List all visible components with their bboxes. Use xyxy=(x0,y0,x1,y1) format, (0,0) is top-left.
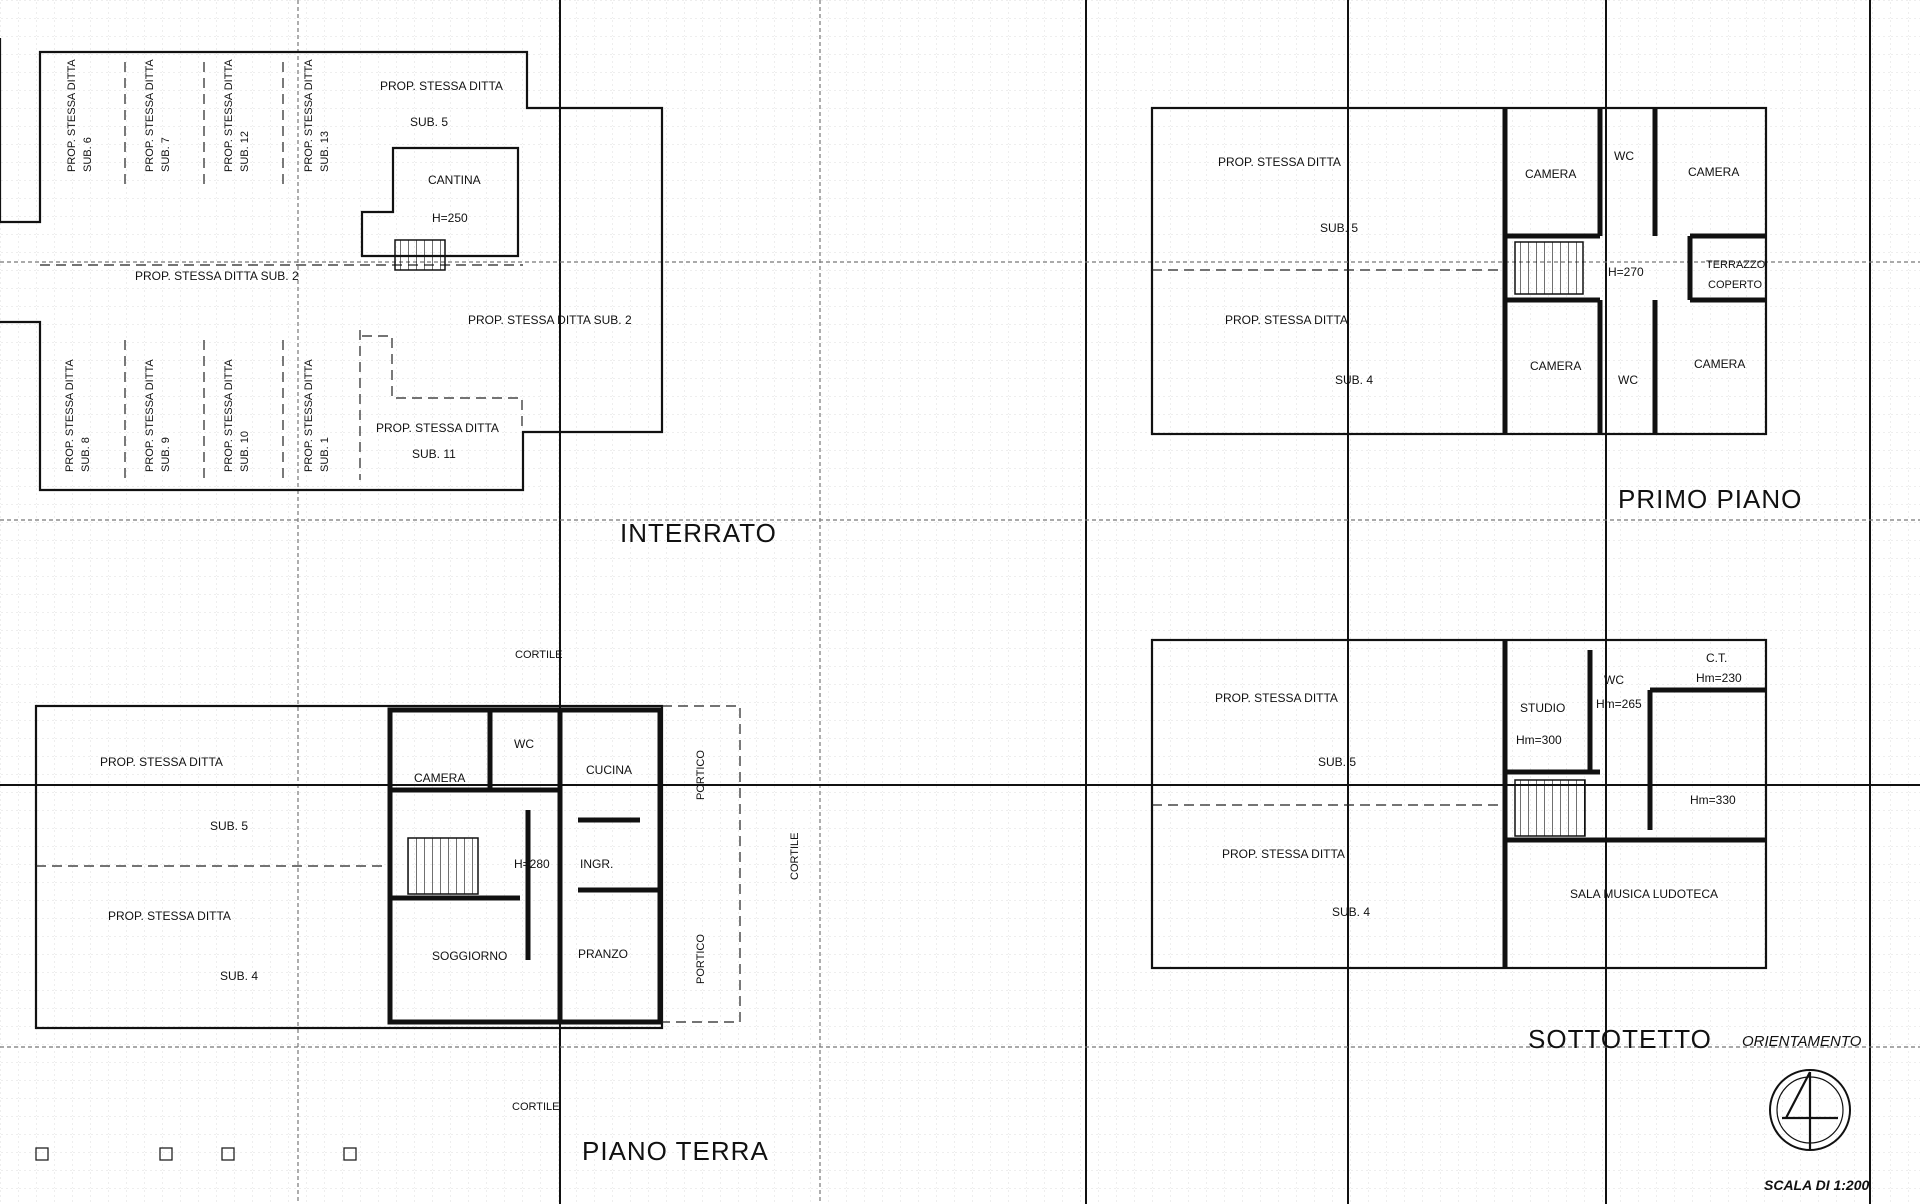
pt-label-sub5-a: PROP. STESSA DITTA xyxy=(100,755,223,769)
pp-height: H=270 xyxy=(1608,265,1644,279)
st-label-sub5-b: SUB. 5 xyxy=(1318,755,1356,769)
label-sub11-b: SUB. 11 xyxy=(412,447,456,461)
label-sub2-left: PROP. STESSA DITTA SUB. 2 xyxy=(135,269,299,283)
pt-label-sub4-a: PROP. STESSA DITTA xyxy=(108,909,231,923)
pt-portico-bottom: PORTICO xyxy=(695,934,707,984)
pp-label-sub4-a: PROP. STESSA DITTA xyxy=(1225,313,1348,327)
label-sub11-a: PROP. STESSA DITTA xyxy=(376,421,499,435)
pt-cortile-bottom: CORTILE xyxy=(512,1101,559,1113)
pp-terrazzo-b: COPERTO xyxy=(1708,279,1762,291)
pp-label-sub4-b: SUB. 4 xyxy=(1335,373,1373,387)
st-wc-h: Hm=265 xyxy=(1596,697,1642,711)
title-piano-terra: PIANO TERRA xyxy=(582,1136,769,1166)
label-sub5-a: PROP. STESSA DITTA xyxy=(380,79,503,93)
pt-soggiorno: SOGGIORNO xyxy=(432,949,507,963)
pp-camera-3: CAMERA xyxy=(1530,359,1581,373)
st-studio-h: Hm=300 xyxy=(1516,733,1562,747)
pt-portico-top: PORTICO xyxy=(695,750,707,800)
st-ct: C.T. xyxy=(1706,651,1727,665)
pt-cucina: CUCINA xyxy=(586,763,632,777)
pt-camera: CAMERA xyxy=(414,771,465,785)
pp-terrazzo-a: TERRAZZO xyxy=(1706,259,1766,271)
pp-camera-1: CAMERA xyxy=(1525,167,1576,181)
st-label-sub5-a: PROP. STESSA DITTA xyxy=(1215,691,1338,705)
st-studio: STUDIO xyxy=(1520,701,1565,715)
pp-camera-2: CAMERA xyxy=(1688,165,1739,179)
pt-pranzo: PRANZO xyxy=(578,947,628,961)
st-label-sub4-b: SUB. 4 xyxy=(1332,905,1370,919)
pt-cortile-right: CORTILE xyxy=(789,833,801,880)
pt-ingresso: INGR. xyxy=(580,857,613,871)
pp-label-sub5-a: PROP. STESSA DITTA xyxy=(1218,155,1341,169)
label-cantina: CANTINA xyxy=(428,173,481,187)
pt-height: H=280 xyxy=(514,857,550,871)
legend-orientamento: ORIENTAMENTO xyxy=(1742,1033,1862,1050)
title-interrato: INTERRATO xyxy=(620,518,777,548)
title-primo-piano: PRIMO PIANO xyxy=(1618,484,1802,514)
pt-label-sub4-b: SUB. 4 xyxy=(220,969,258,983)
marker-squares xyxy=(35,1147,357,1161)
pp-wc-2: WC xyxy=(1618,373,1638,387)
pp-camera-4: CAMERA xyxy=(1694,357,1745,371)
title-sottotetto: SOTTOTETTO xyxy=(1528,1024,1712,1054)
legend-scala: SCALA DI 1:200 xyxy=(1764,1177,1870,1193)
label-sub5-b: SUB. 5 xyxy=(410,115,448,129)
pt-cortile-top: CORTILE xyxy=(515,649,562,661)
label-sub2-right: PROP. STESSA DITTA SUB. 2 xyxy=(468,313,632,327)
label-cantina-h: H=250 xyxy=(432,211,468,225)
st-label-sub4-a: PROP. STESSA DITTA xyxy=(1222,847,1345,861)
plan-sottotetto: PROP. STESSA DITTA SUB. 5 PROP. STESSA D… xyxy=(1150,638,1768,1054)
st-wc: WC xyxy=(1604,673,1624,687)
pp-label-sub5-b: SUB. 5 xyxy=(1320,221,1358,235)
pt-wc: WC xyxy=(514,737,534,751)
st-ct-h: Hm=230 xyxy=(1696,671,1742,685)
plan-primo-piano: PROP. STESSA DITTA SUB. 5 PROP. STESSA D… xyxy=(1150,106,1802,514)
pt-label-sub5-b: SUB. 5 xyxy=(210,819,248,833)
legend: ORIENTAMENTO SCALA DI 1:200 xyxy=(1742,1033,1870,1193)
north-arrow-icon xyxy=(1769,1069,1851,1151)
st-hall-h: Hm=330 xyxy=(1690,793,1736,807)
plan-piano-terra: CORTILE CORTILE CORTILE PROP. STESSA DIT… xyxy=(34,649,801,1166)
st-sala: SALA MUSICA LUDOTECA xyxy=(1570,887,1718,901)
pp-wc-1: WC xyxy=(1614,149,1634,163)
